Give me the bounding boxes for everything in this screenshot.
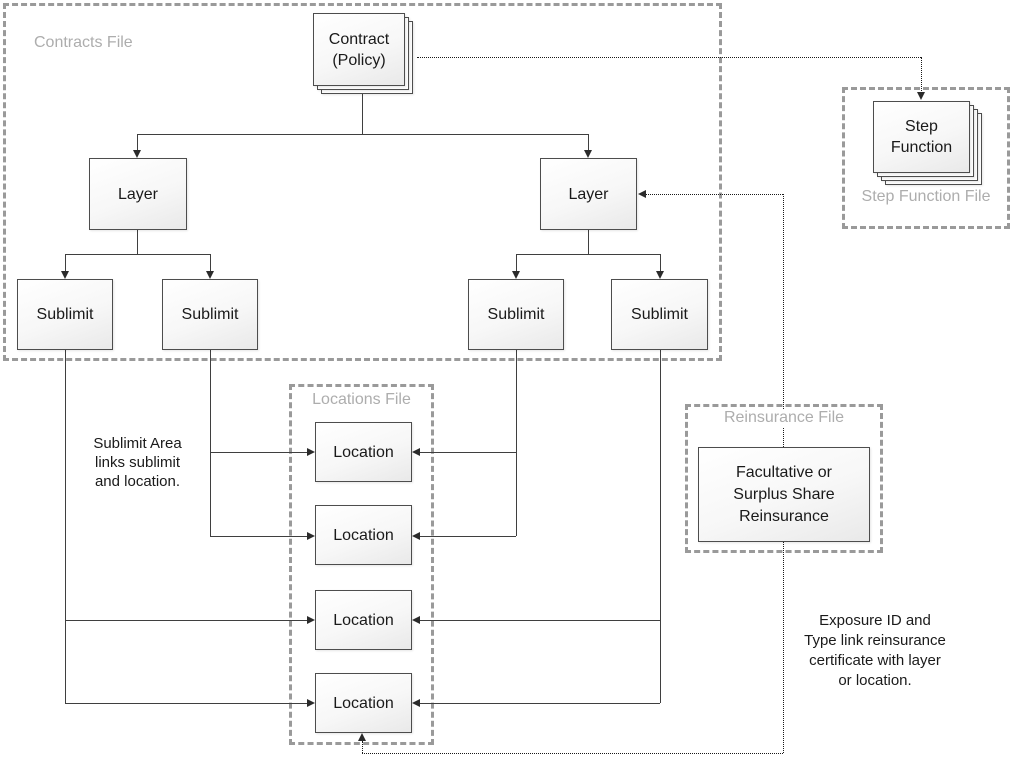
location-1-node: Location	[315, 422, 412, 482]
connector-reinsurance-to-layer-v	[783, 194, 784, 447]
arrowhead-into-sublimit-4	[656, 271, 664, 279]
sublimit-4-node: Sublimit	[611, 279, 708, 350]
arrowhead-into-location-4-right	[412, 699, 420, 707]
connector-sublimit-1-stem	[65, 350, 66, 703]
arrowhead-into-layer-left	[133, 150, 141, 158]
contract-policy-node: Contract (Policy)	[313, 13, 405, 86]
contracts-file-label: Contracts File	[30, 34, 137, 52]
reinsurance-file-container	[685, 404, 883, 553]
arrowhead-into-step-function	[917, 92, 925, 100]
arrowhead-into-layer-right-top	[584, 150, 592, 158]
step-function-file-label: Step Function File	[845, 188, 1007, 206]
connector-layer-right-crossbar	[516, 254, 660, 255]
connector-reinsurance-to-location-v1	[783, 542, 784, 753]
sublimit-2-node: Sublimit	[162, 279, 258, 350]
connector-sublimit-3-stem	[516, 350, 517, 536]
step-function-node: Step Function	[873, 101, 970, 173]
connector-layer-right-stem	[588, 230, 589, 254]
connector-to-layer-left	[137, 134, 138, 151]
connector-to-sublimit-3	[516, 254, 517, 271]
connector-sublimit-4-to-location-3	[420, 620, 660, 621]
connector-sublimit-2-stem	[210, 350, 211, 536]
connector-sublimit-3-to-location-1	[420, 452, 516, 453]
connector-contract-crossbar	[137, 134, 589, 135]
location-4-node: Location	[315, 673, 412, 733]
sublimit-1-node: Sublimit	[17, 279, 113, 350]
connector-sublimit-4-stem	[660, 350, 661, 703]
arrowhead-into-sublimit-3	[512, 271, 520, 279]
arrowhead-into-location-1-left	[307, 448, 315, 456]
connector-layer-left-stem	[137, 230, 138, 254]
connector-to-sublimit-4	[660, 254, 661, 271]
step-function-file-container	[842, 87, 1010, 229]
connector-contract-to-stepfunction-h	[417, 57, 921, 58]
connector-to-sublimit-1	[65, 254, 66, 271]
connector-sublimit-2-to-location-1	[210, 452, 307, 453]
location-3-node: Location	[315, 590, 412, 650]
arrowhead-into-location-4-left	[307, 699, 315, 707]
reinsurance-file-label: Reinsurance File	[700, 409, 868, 427]
locations-file-label: Locations File	[292, 391, 431, 409]
connector-sublimit-1-to-location-3	[65, 620, 307, 621]
arrowhead-into-location-2-left	[307, 532, 315, 540]
connector-sublimit-1-to-location-4	[65, 703, 307, 704]
contracts-file-container	[3, 3, 722, 361]
connector-reinsurance-to-location-v2	[362, 741, 363, 753]
arrowhead-into-location-2-right	[412, 532, 420, 540]
arrowhead-into-location-3-left	[307, 616, 315, 624]
connector-reinsurance-to-location-h	[362, 753, 783, 754]
exposure-id-annotation: Exposure ID and Type link reinsurance ce…	[804, 612, 946, 689]
layer-left-node: Layer	[89, 158, 187, 230]
arrowhead-into-sublimit-1	[61, 271, 69, 279]
connector-contract-stem	[362, 86, 363, 134]
arrowhead-into-sublimit-2	[206, 271, 214, 279]
sublimit-area-annotation: Sublimit Area links sublimit and locatio…	[93, 435, 182, 490]
sublimit-3-node: Sublimit	[468, 279, 564, 350]
arrowhead-into-location-1-right	[412, 448, 420, 456]
connector-layer-left-crossbar	[65, 254, 211, 255]
connector-sublimit-2-to-location-2	[210, 536, 307, 537]
connector-contract-to-stepfunction-v	[921, 57, 922, 93]
arrowhead-into-layer-right	[638, 190, 646, 198]
connector-to-sublimit-2	[210, 254, 211, 271]
locations-file-container	[289, 384, 434, 745]
connector-sublimit-3-to-location-2	[420, 536, 516, 537]
facultative-reinsurance-node: Facultative or Surplus Share Reinsurance	[698, 447, 870, 542]
arrowhead-into-location-3-right	[412, 616, 420, 624]
location-2-node: Location	[315, 505, 412, 565]
connector-reinsurance-to-layer-h	[646, 194, 783, 195]
connector-to-layer-right	[588, 134, 589, 151]
connector-sublimit-4-to-location-4	[420, 703, 660, 704]
arrowhead-into-location-4	[358, 733, 366, 741]
layer-right-node: Layer	[540, 158, 637, 230]
